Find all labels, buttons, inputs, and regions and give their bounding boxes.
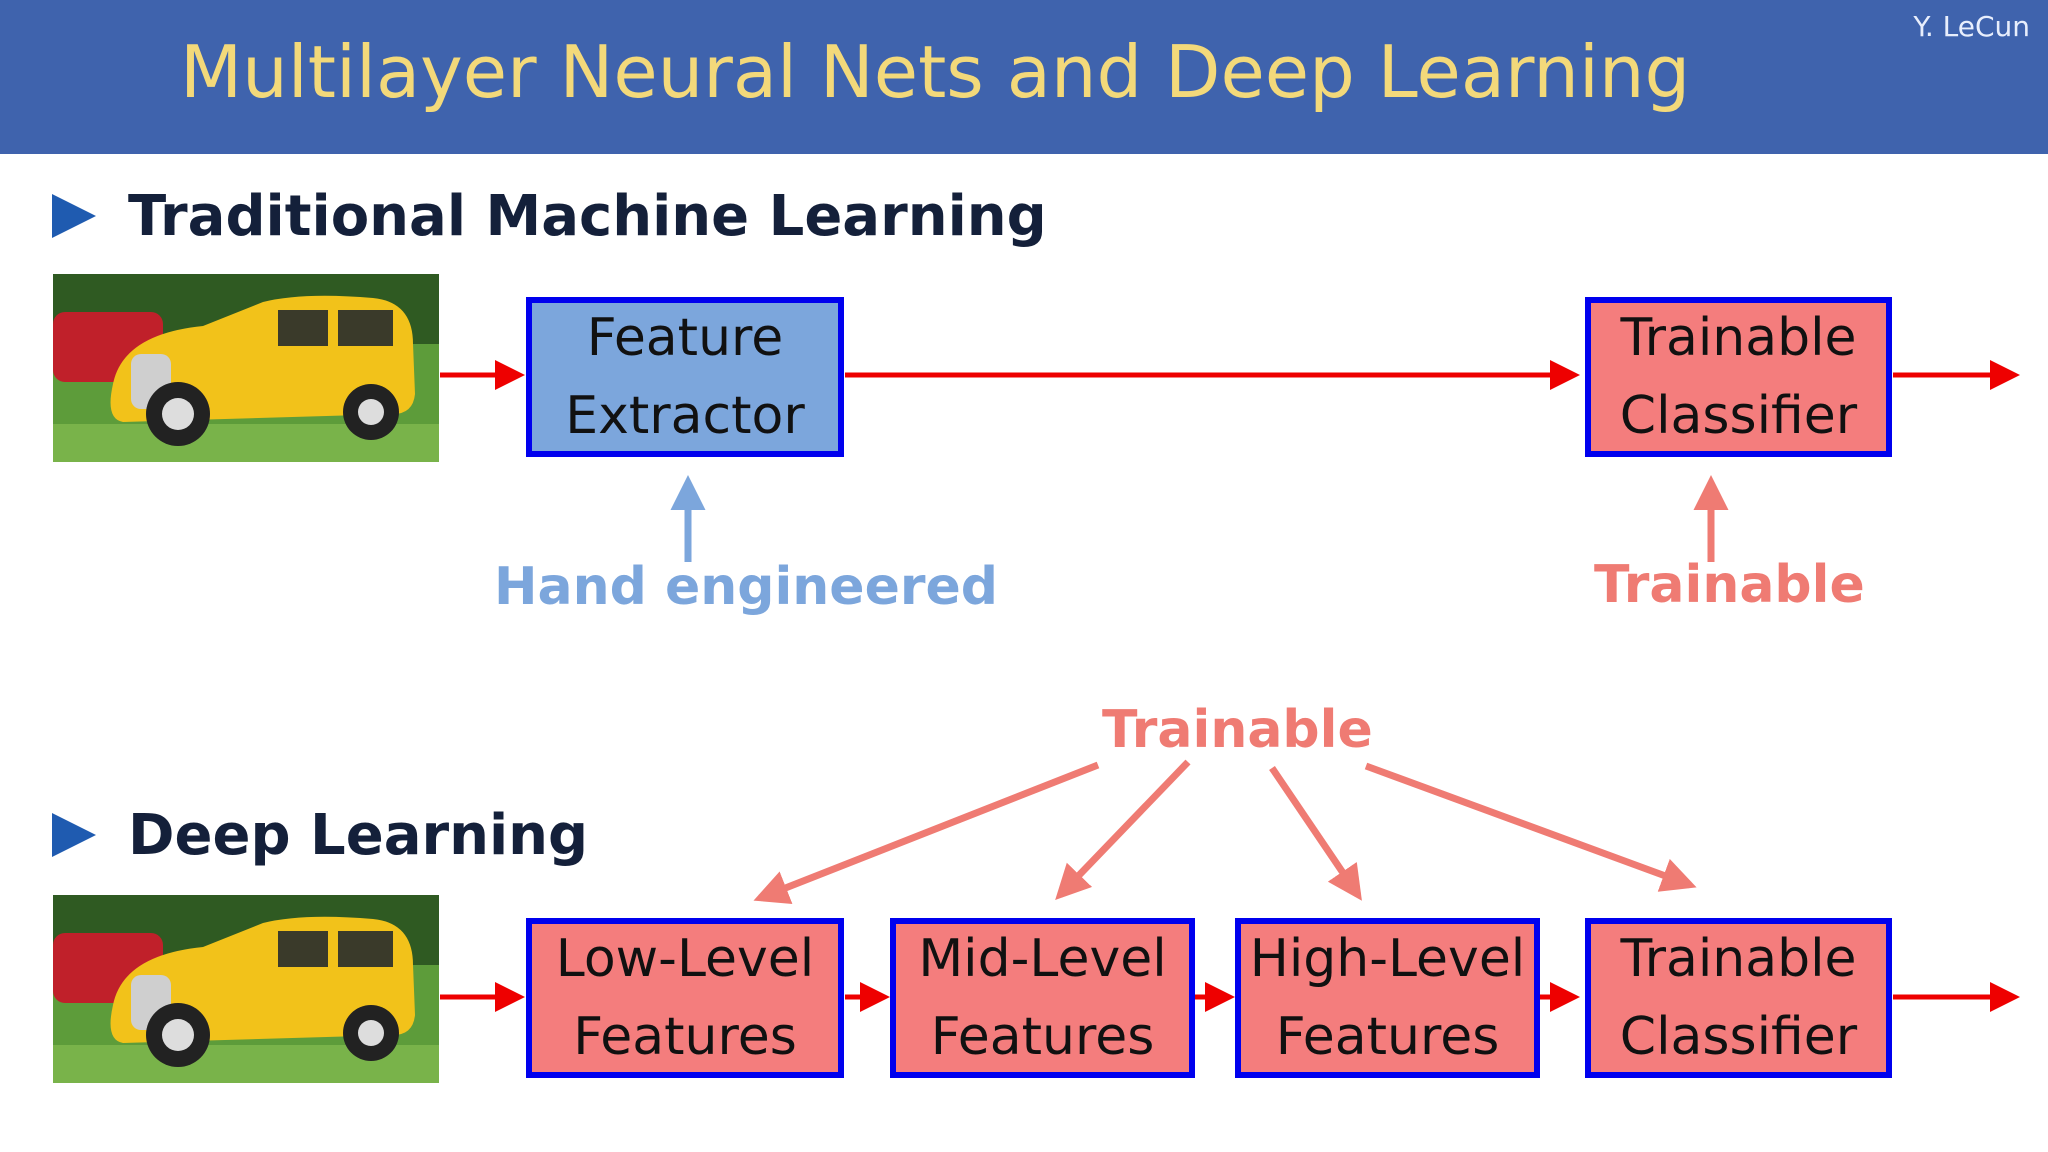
box-line: Low-Level xyxy=(555,929,815,989)
slide-author: Y. LeCun xyxy=(1913,10,2030,43)
feature-extractor-box: Feature Extractor xyxy=(526,297,844,457)
bullet-triangle-icon xyxy=(52,812,96,857)
box-line: Feature xyxy=(586,308,784,368)
box-line: Classifier xyxy=(1619,1007,1858,1067)
box-line: Features xyxy=(930,1007,1155,1067)
box-line: Classifier xyxy=(1619,386,1858,446)
box-line: Trainable xyxy=(1620,929,1857,989)
hand-engineered-label: Hand engineered xyxy=(494,557,998,617)
section-deep-heading: Deep Learning xyxy=(128,803,589,868)
section-traditional: Traditional Machine Learning xyxy=(52,184,1047,249)
section-deep: Deep Learning xyxy=(52,803,588,868)
section-traditional-heading: Traditional Machine Learning xyxy=(128,184,1047,249)
trainable-arrow-classifier xyxy=(1364,762,1697,892)
box-line: Features xyxy=(1275,1007,1500,1067)
trainable-classifier-box: Trainable Classifier xyxy=(1585,297,1892,457)
slide-header xyxy=(0,0,2048,154)
slide-title: Multilayer Neural Nets and Deep Learning xyxy=(180,30,1691,114)
box-line: High-Level xyxy=(1249,929,1526,989)
box-line: Extractor xyxy=(565,386,805,446)
high-level-features-box: High-Level Features xyxy=(1235,918,1540,1078)
low-level-features-box: Low-Level Features xyxy=(526,918,844,1078)
mid-level-features-box: Mid-Level Features xyxy=(890,918,1195,1078)
box-line: Features xyxy=(573,1007,797,1067)
box-line: Trainable xyxy=(1620,308,1857,368)
car-image-icon xyxy=(53,895,439,1083)
trainable-arrow-low xyxy=(753,761,1100,905)
car-image-icon xyxy=(53,274,439,462)
bullet-triangle-icon xyxy=(52,193,96,238)
trainable-classifier-box: Trainable Classifier xyxy=(1585,918,1892,1078)
trainable-arrow-mid xyxy=(1055,759,1191,901)
trainable-label: Trainable xyxy=(1594,555,1865,615)
trainable-label: Trainable xyxy=(1102,700,1373,760)
box-line: Mid-Level xyxy=(918,929,1167,989)
trainable-arrow-high xyxy=(1269,766,1362,901)
